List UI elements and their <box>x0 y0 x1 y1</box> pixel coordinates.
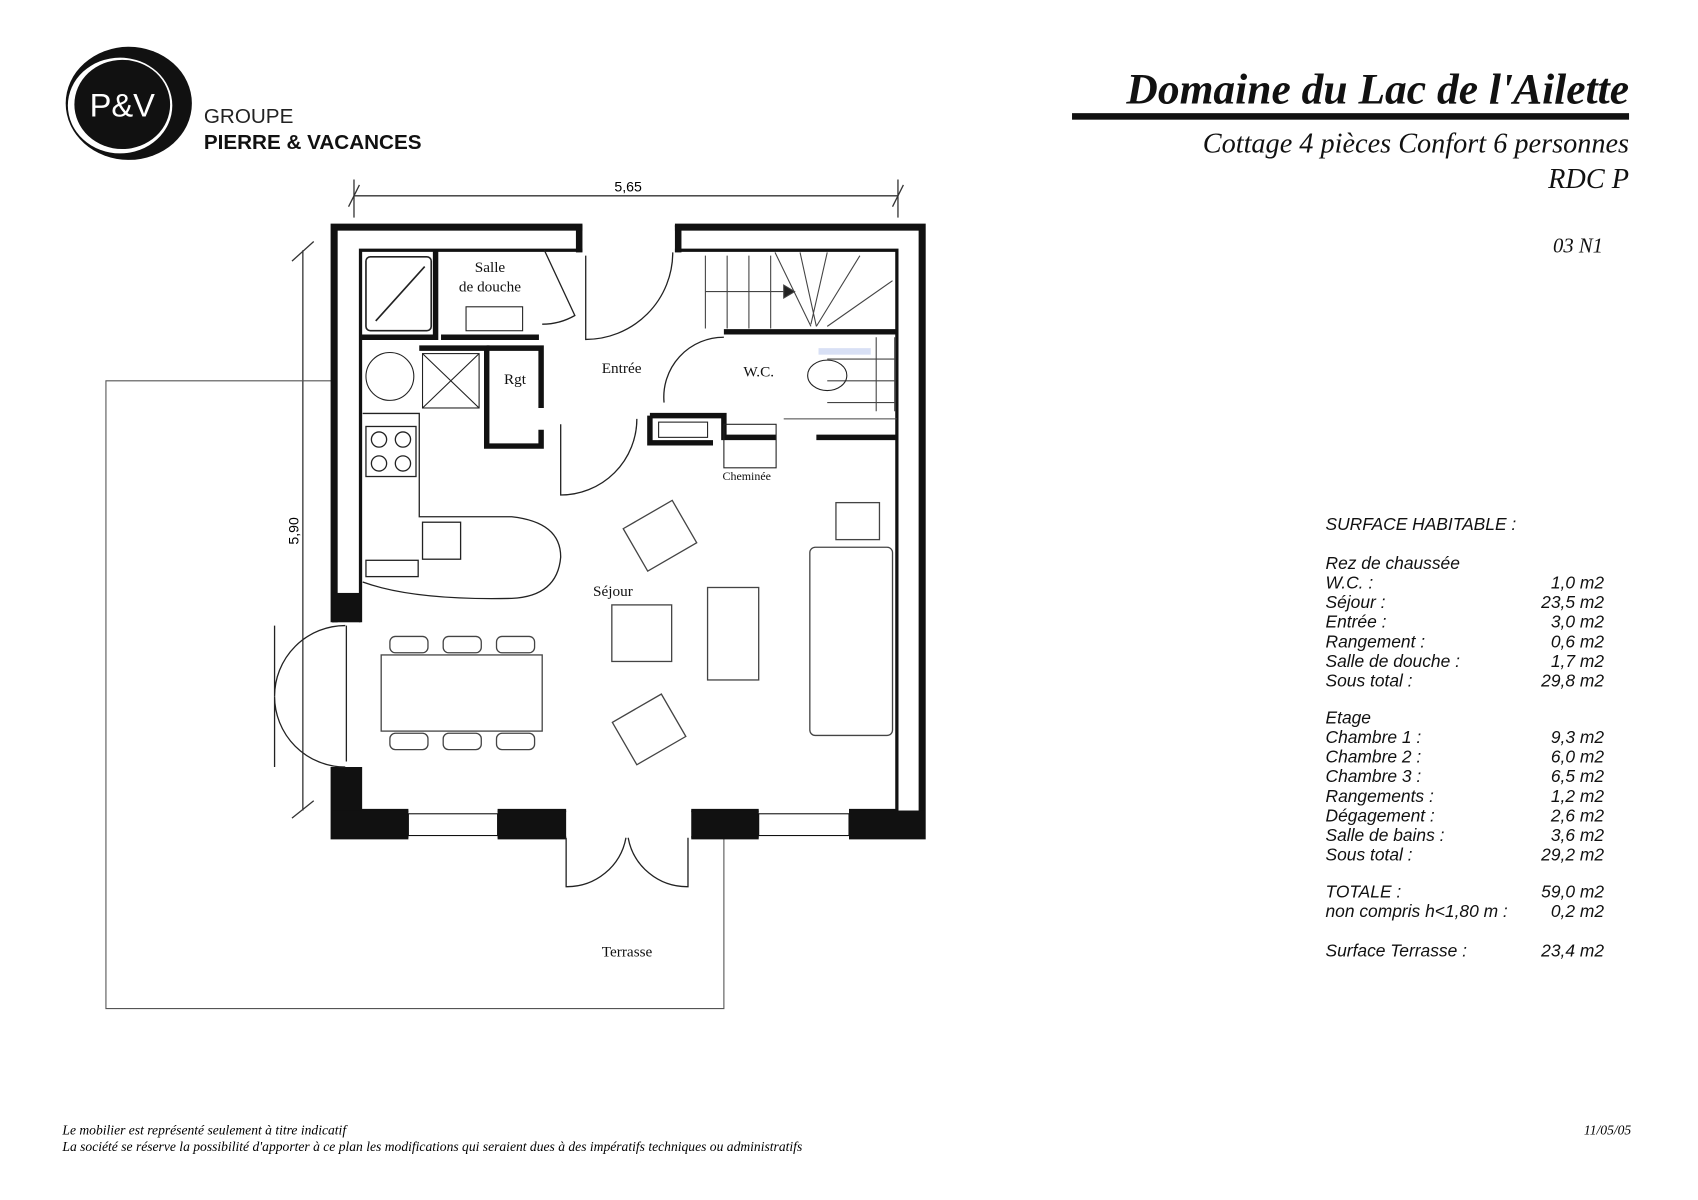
dimension-height-label: 5,90 <box>286 517 302 545</box>
surface-row-value: 2,6 m2 <box>1550 805 1604 825</box>
surface-row-value: 59,0 m2 <box>1541 882 1604 902</box>
surface-row-label: Chambre 1 : <box>1326 727 1422 747</box>
surface-row-value: 1,7 m2 <box>1551 651 1604 671</box>
surface-row-label: Sous total : <box>1326 845 1413 865</box>
surface-row-label: Entrée : <box>1326 612 1387 632</box>
staircase <box>704 252 897 420</box>
room-label-salle-de-douche: Salle <box>475 259 506 276</box>
surface-row-value: 3,6 m2 <box>1551 825 1604 845</box>
surface-row-value: 0,6 m2 <box>1551 631 1604 651</box>
surface-row-value: 1,0 m2 <box>1551 573 1604 593</box>
surface-row-label: Salle de bains : <box>1326 825 1445 845</box>
furniture <box>380 499 894 766</box>
room-label-cheminee: Cheminée <box>722 469 770 483</box>
project-title: Domaine du Lac de l'Ailette <box>1125 65 1629 113</box>
wall-fill <box>332 225 925 838</box>
dimension-width-label: 5,65 <box>614 178 642 194</box>
surface-row-label: W.C. : <box>1326 573 1374 593</box>
surface-row-value: 1,2 m2 <box>1551 786 1604 806</box>
surface-title: SURFACE HABITABLE : <box>1326 514 1517 534</box>
surface-row-value: 6,0 m2 <box>1551 747 1604 767</box>
surface-row-value: 6,5 m2 <box>1551 766 1604 786</box>
room-label-wc: W.C. <box>743 363 774 380</box>
doors <box>273 249 724 888</box>
title-underline <box>1072 113 1630 120</box>
surface-row-label: TOTALE : <box>1326 882 1402 902</box>
surface-row-label: Séjour : <box>1326 592 1386 612</box>
pv-logo: P&V GROUPE PIERRE & VACANCES <box>65 46 422 160</box>
shower-icon <box>365 255 433 332</box>
surface-row-value: 3,0 m2 <box>1551 612 1604 632</box>
surface-row-label: Chambre 3 : <box>1326 766 1422 786</box>
storage-unit-icon <box>421 353 480 409</box>
dimension-width <box>347 179 904 218</box>
interior-walls <box>360 250 897 449</box>
plan-reference: 03 N1 <box>1553 235 1603 257</box>
room-label-rgt: Rgt <box>504 371 527 388</box>
fireplace-icon <box>723 423 777 469</box>
terrasse-value: 23,4 m2 <box>1540 940 1604 960</box>
room-label-entree: Entrée <box>602 360 642 377</box>
footer-note-2: La société se réserve la possibilité d'a… <box>61 1139 802 1154</box>
room-label-terrasse: Terrasse <box>602 943 653 960</box>
terrace-outline <box>105 380 725 1010</box>
rdc-title: Rez de chaussée <box>1326 553 1461 573</box>
level-label: RDC P <box>1547 164 1629 195</box>
toilet-icon <box>807 359 848 392</box>
room-label-salle-de-douche-2: de douche <box>459 279 521 296</box>
logo-line1: GROUPE <box>204 105 294 128</box>
surface-row-label: Rangements : <box>1326 786 1434 806</box>
terrasse-label: Surface Terrasse : <box>1326 940 1468 960</box>
surface-row-label: Dégagement : <box>1326 805 1435 825</box>
surface-table: SURFACE HABITABLE : Rez de chaussée W.C.… <box>1326 514 1605 960</box>
dimension-height <box>291 241 315 819</box>
surface-row-label: Rangement : <box>1326 631 1426 651</box>
etage-title: Etage <box>1326 707 1372 727</box>
surface-row-value: 9,3 m2 <box>1551 727 1604 747</box>
logo-line2: PIERRE & VACANCES <box>204 131 422 154</box>
footer-date: 11/05/05 <box>1584 1123 1631 1138</box>
room-label-sejour: Séjour <box>593 583 633 600</box>
surface-row-label: Salle de douche : <box>1326 651 1461 671</box>
wc-tag <box>818 348 871 355</box>
logo-mark: P&V <box>90 86 156 123</box>
surface-row-label: Chambre 2 : <box>1326 747 1422 767</box>
kitchen-counter <box>362 412 562 600</box>
subtitle: Cottage 4 pièces Confort 6 personnes <box>1203 128 1629 159</box>
surface-row-label: non compris h<1,80 m : <box>1326 901 1508 921</box>
surface-row-value: 23,5 m2 <box>1540 592 1604 612</box>
sink-icon <box>465 306 524 332</box>
surface-row-label: Sous total : <box>1326 670 1413 690</box>
surface-row-value: 29,2 m2 <box>1540 845 1604 865</box>
wc-sink-icon <box>658 421 709 438</box>
surface-row-value: 29,8 m2 <box>1540 670 1604 690</box>
washer-icon <box>365 351 415 401</box>
surface-row-value: 0,2 m2 <box>1551 901 1604 921</box>
footer-note-1: Le mobilier est représenté seulement à t… <box>61 1123 348 1138</box>
